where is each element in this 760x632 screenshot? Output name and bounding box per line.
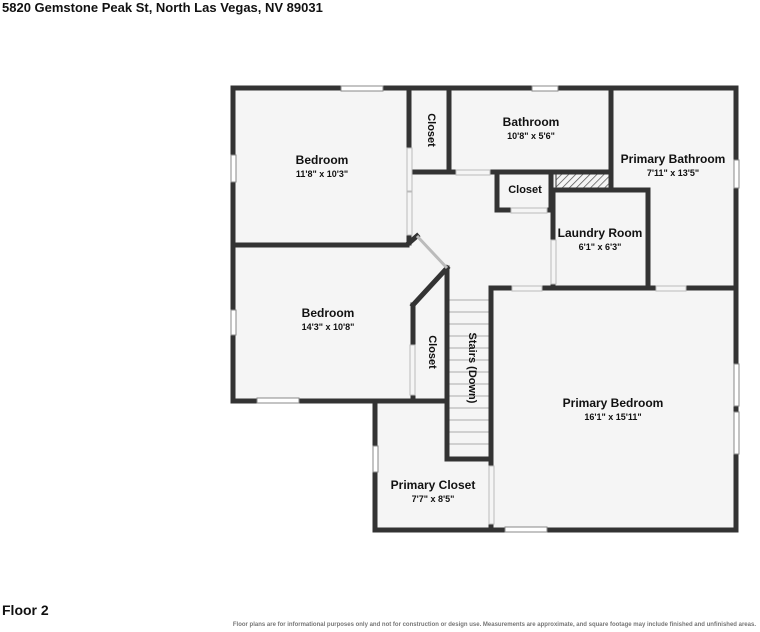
room-bedroom-2: Bedroom 14'3" x 10'8" bbox=[302, 306, 355, 332]
door-diagonal bbox=[415, 234, 449, 270]
room-dimensions: 16'1" x 15'11" bbox=[584, 412, 641, 422]
room-dimensions: 14'3" x 10'8" bbox=[302, 322, 355, 332]
room-label: Primary Bathroom bbox=[621, 152, 726, 166]
windows bbox=[230, 85, 740, 533]
room-label: Laundry Room bbox=[558, 226, 643, 240]
doorways bbox=[406, 147, 687, 525]
room-closet-hall: Closet bbox=[508, 184, 542, 196]
room-primary-bathroom: Primary Bathroom 7'11" x 13'5" bbox=[621, 152, 726, 178]
room-label: Primary Bedroom bbox=[563, 396, 664, 410]
address-title: 5820 Gemstone Peak St, North Las Vegas, … bbox=[2, 0, 323, 15]
room-laundry: Laundry Room 6'1" x 6'3" bbox=[558, 226, 643, 252]
room-dimensions: 6'1" x 6'3" bbox=[579, 242, 622, 252]
disclaimer: Floor plans are for informational purpos… bbox=[232, 622, 756, 628]
room-dimensions: 10'8" x 5'6" bbox=[507, 131, 555, 141]
room-closet-1: Closet bbox=[425, 113, 437, 147]
walls bbox=[230, 85, 739, 533]
room-label: Bedroom bbox=[296, 153, 349, 167]
room-label: Bathroom bbox=[503, 115, 560, 129]
room-label: Bedroom bbox=[302, 306, 355, 320]
room-bedroom-1: Bedroom 11'8" x 10'3" bbox=[296, 153, 349, 179]
stairs-label: Stairs (Down) bbox=[466, 333, 478, 404]
room-dimensions: 7'7" x 8'5" bbox=[412, 494, 455, 504]
room-closet-2: Closet bbox=[426, 335, 438, 369]
floor-label: Floor 2 bbox=[2, 602, 49, 618]
room-label: Primary Closet bbox=[391, 478, 476, 492]
room-dimensions: 11'8" x 10'3" bbox=[296, 169, 348, 179]
room-bathroom: Bathroom 10'8" x 5'6" bbox=[503, 115, 560, 141]
room-dimensions: 7'11" x 13'5" bbox=[647, 168, 699, 178]
stairs bbox=[447, 288, 491, 459]
room-primary-bedroom: Primary Bedroom 16'1" x 15'11" bbox=[563, 396, 664, 422]
room-primary-closet: Primary Closet 7'7" x 8'5" bbox=[391, 478, 476, 504]
hatched-shaft bbox=[555, 172, 611, 190]
